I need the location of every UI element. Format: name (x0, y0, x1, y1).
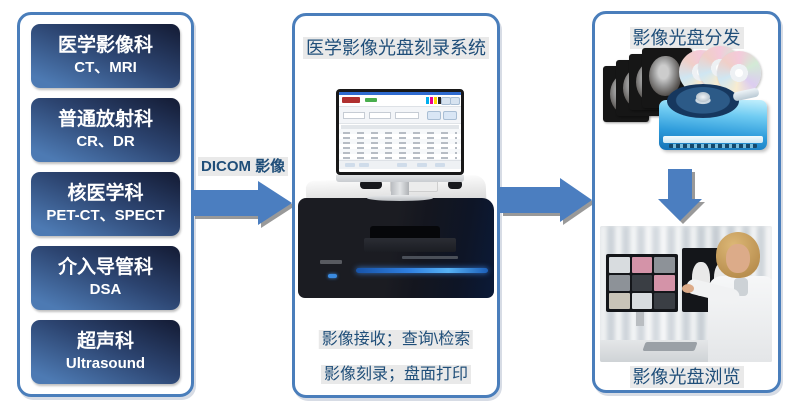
department-box-nuclear-medicine: 核医学科 PET-CT、SPECT (31, 172, 180, 236)
department-modalities: DSA (89, 281, 122, 298)
department-modalities: CT、MRI (74, 59, 137, 76)
disc-drive-front-strip (663, 136, 763, 143)
dicom-flow-label: DICOM 影像 (198, 155, 289, 176)
monitor-base (367, 195, 433, 201)
machine-power-led (328, 274, 337, 278)
software-statusbar (339, 160, 461, 169)
statusbar-button (345, 163, 355, 167)
monitor-stand (391, 182, 409, 195)
study-list-table (339, 124, 461, 160)
machine-model-text-mark (402, 256, 458, 259)
software-logo (342, 97, 360, 103)
search-button (427, 111, 441, 120)
right-arrow-icon (192, 181, 292, 225)
arrow-head (658, 199, 702, 221)
arrow-head (560, 178, 592, 222)
right-arrow-icon (500, 178, 592, 222)
department-box-radiology-imaging: 医学影像科 CT、MRI (31, 24, 180, 88)
table-row (343, 152, 457, 154)
ink-level-yellow (434, 97, 437, 104)
department-name: 超声科 (76, 331, 134, 352)
arrow-shaft (500, 187, 560, 213)
department-name: 介入导管科 (57, 257, 153, 278)
department-name: 普通放射科 (57, 109, 153, 130)
search-input-field (369, 112, 391, 119)
down-arrow-icon (658, 169, 702, 221)
function-label-text: 影像接收；查询\检索 (318, 330, 474, 349)
statusbar-button (435, 163, 445, 167)
table-row (343, 147, 457, 149)
dicom-flow-label-text: DICOM 影像 (198, 157, 289, 176)
workstation-monitor-illustration (336, 89, 464, 201)
table-row (343, 132, 457, 134)
department-modalities: PET-CT、SPECT (46, 207, 165, 224)
monitor-screen (336, 89, 464, 175)
burning-system-title-text: 医学影像光盘刻录系统 (303, 37, 489, 59)
search-button (443, 111, 457, 120)
search-input-field (395, 112, 419, 119)
machine-output-tray (364, 238, 456, 252)
statusbar-button (397, 163, 407, 167)
disc-drive-illustration (659, 84, 767, 150)
arrow-head (258, 181, 292, 225)
distribution-title-text: 影像光盘分发 (629, 27, 744, 49)
distribution-title: 影像光盘分发 (629, 24, 744, 50)
department-modalities: CR、DR (76, 133, 135, 150)
arrow-shaft (192, 190, 258, 216)
arrow-shaft (668, 169, 692, 199)
disc-hub (696, 92, 710, 102)
machine-brand-mark (320, 260, 342, 264)
department-box-ultrasound: 超声科 Ultrasound (31, 320, 180, 384)
machine-knob (448, 180, 462, 189)
ink-level-cyan (426, 97, 429, 104)
machine-body (298, 198, 494, 298)
disc-drive-vents (669, 144, 757, 148)
machine-led-stripe (356, 268, 488, 273)
toolbar-button (450, 97, 460, 105)
software-search-bar (339, 107, 461, 124)
software-toolbar (339, 95, 461, 107)
burning-system-panel: 医学影像光盘刻录系统 (292, 13, 500, 398)
disc-platter (667, 84, 739, 118)
disc-publisher-machine-illustration (298, 174, 494, 300)
search-input-field (343, 112, 365, 119)
department-name: 医学影像科 (57, 35, 153, 56)
function-label-text: 影像刻录；盘面打印 (320, 365, 472, 384)
department-name: 核医学科 (67, 183, 144, 204)
departments-panel: 医学影像科 CT、MRI 普通放射科 CR、DR 核医学科 PET-CT、SPE… (17, 12, 194, 397)
table-row (343, 142, 457, 144)
department-box-interventional: 介入导管科 DSA (31, 246, 180, 310)
function-label-burn-print: 影像刻录；盘面打印 (320, 360, 472, 384)
status-badge (365, 98, 377, 102)
ink-level-magenta (430, 97, 433, 104)
burning-system-title: 医学影像光盘刻录系统 (303, 34, 489, 60)
statusbar-button (359, 163, 369, 167)
department-modalities: Ultrasound (65, 355, 146, 372)
ink-level-black (438, 97, 441, 104)
software-titlebar (339, 92, 461, 95)
machine-knob (360, 180, 382, 189)
department-box-general-radiology: 普通放射科 CR、DR (31, 98, 180, 162)
machine-disc-slot (370, 226, 440, 239)
table-header (341, 125, 459, 129)
table-row (343, 157, 457, 159)
table-row (343, 137, 457, 139)
monitor-chin (336, 175, 464, 182)
statusbar-button (417, 163, 427, 167)
function-label-receive-query: 影像接收；查询\检索 (318, 325, 474, 349)
